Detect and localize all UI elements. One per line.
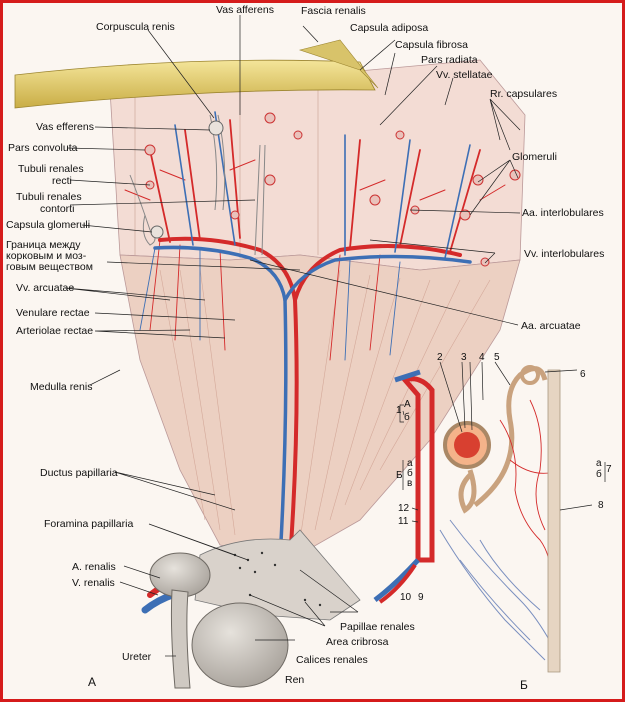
label-rr-capsulares: Rr. capsulares (490, 88, 557, 100)
inset-sub-v1: в (407, 478, 412, 489)
inset-num-7: 7 (606, 464, 612, 475)
label-vv-stellatae: Vv. stellatae (436, 69, 493, 81)
inset-sub-b: б (404, 411, 410, 423)
inset-num-6: 6 (580, 369, 586, 380)
inset-num-5: 5 (494, 352, 500, 363)
inset-sub-A: А (404, 399, 411, 410)
label-tubuli-contorti-2: contorti (40, 203, 74, 215)
inset-sub-a2: а (596, 458, 602, 469)
label-capsula-adiposa: Capsula adiposa (350, 22, 428, 34)
label-panel-a: А (88, 675, 96, 689)
inset-sub-b1: б (407, 467, 413, 479)
label-area-cribrosa: Area cribrosa (326, 636, 389, 648)
label-vas-afferens: Vas afferens (216, 4, 274, 16)
label-arteriolae-rectae: Arteriolae rectae (16, 325, 93, 337)
inset-num-12: 12 (398, 503, 410, 514)
kidney-anatomy-illustration: Corpuscula renis Vas afferens Fascia ren… (6, 4, 612, 692)
label-fascia-renalis: Fascia renalis (301, 5, 366, 17)
inset-sub-B: Б (396, 470, 403, 481)
inset-num-3: 3 (461, 352, 467, 363)
label-vas-efferens: Vas efferens (36, 121, 94, 133)
inset-num-2: 2 (437, 352, 443, 363)
label-granica-1: Граница между (6, 239, 81, 251)
calyx-upper (149, 552, 211, 598)
label-pars-radiata: Pars radiata (421, 54, 478, 66)
capsula-adiposa-layer (14, 59, 376, 109)
fascia-renalis-layer (298, 39, 379, 89)
label-vv-interlobulares: Vv. interlobulares (524, 248, 604, 260)
inset-num-4: 4 (479, 352, 485, 363)
inset-sub-b2: б (596, 468, 602, 480)
label-v-renalis: V. renalis (72, 577, 115, 589)
label-tubuli-recti-1: Tubuli renales (18, 163, 84, 175)
inset-num-9: 9 (418, 592, 424, 603)
inset-sub-a1: а (407, 458, 413, 469)
label-glomeruli: Glomeruli (512, 151, 557, 163)
inset-collecting-duct (547, 369, 561, 673)
ureter-tube (170, 589, 191, 689)
label-aa-interlobulares: Aa. interlobulares (522, 207, 604, 219)
label-capsula-fibrosa: Capsula fibrosa (395, 39, 468, 51)
label-venulare-rectae: Venulare rectae (16, 307, 90, 319)
renal-medulla (119, 254, 521, 561)
label-ductus-papillaria: Ductus papillaria (40, 467, 118, 479)
label-ren: Ren (285, 674, 304, 686)
label-granica-2: корковым и моз- (6, 250, 87, 262)
inset-num-1: 1 (396, 405, 402, 416)
label-papillae-renales: Papillae renales (340, 621, 415, 633)
label-foramina-papillaria: Foramina papillaria (44, 518, 133, 530)
calyx-lower (191, 602, 289, 688)
label-granica-3: говым веществом (6, 261, 93, 273)
label-corpuscula-renis: Corpuscula renis (96, 21, 175, 33)
label-a-renalis: A. renalis (72, 561, 116, 573)
label-tubuli-recti-2: recti (52, 175, 72, 187)
label-ureter: Ureter (122, 651, 152, 663)
label-pars-convoluta: Pars convoluta (8, 142, 78, 154)
label-aa-arcuatae: Aa. arcuatae (521, 320, 581, 332)
label-panel-b: Б (520, 678, 528, 692)
label-tubuli-contorti-1: Tubuli renales (16, 191, 82, 203)
label-capsula-glomeruli: Capsula glomeruli (6, 219, 90, 231)
inset-num-11: 11 (398, 516, 409, 527)
inset-nephron (373, 365, 561, 673)
inset-num-8: 8 (598, 500, 604, 511)
label-calices-renales: Calices renales (296, 654, 368, 666)
label-medulla-renis: Medulla renis (30, 381, 92, 393)
label-vv-arcuatae: Vv. arcuatae (16, 282, 74, 294)
inset-num-10: 10 (400, 592, 412, 603)
